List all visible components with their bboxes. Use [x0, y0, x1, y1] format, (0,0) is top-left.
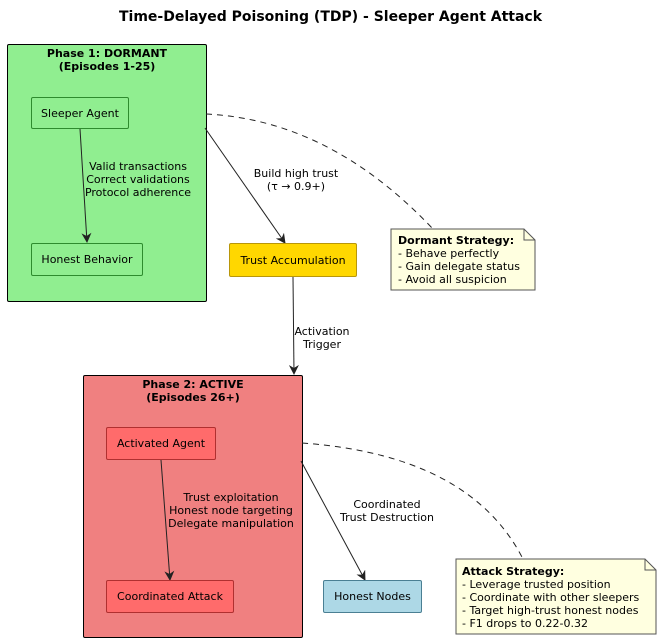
dormant-note-connector	[205, 113, 434, 230]
label-line: Trigger	[303, 338, 341, 351]
label-line: Trust Destruction	[339, 511, 435, 524]
dormant-strategy-note: Dormant Strategy: - Behave perfectly - G…	[398, 234, 520, 286]
attack-note-line: - F1 drops to 0.22-0.32	[462, 617, 588, 630]
attack-note-shape	[455, 558, 657, 635]
phase1-title-line2: (Episodes 1-25)	[58, 60, 156, 73]
edge-phase1-to-trust	[204, 127, 286, 244]
attack-note-line: - Coordinate with other sleepers	[462, 591, 640, 604]
node-trust-accumulation: Trust Accumulation	[229, 243, 357, 277]
edge-phase2-to-honest	[300, 460, 366, 581]
phase1-title: Phase 1: DORMANT (Episodes 1-25)	[8, 47, 206, 73]
phase2-title: Phase 2: ACTIVE (Episodes 26+)	[84, 378, 302, 404]
label-line: Honest node targeting	[169, 504, 293, 517]
label-line: Coordinated	[353, 498, 421, 511]
label-phase1-to-trust: Build high trust (τ → 0.9+)	[248, 167, 344, 193]
diagram-title: Time-Delayed Poisoning (TDP) - Sleeper A…	[118, 9, 543, 25]
dormant-note-line: - Behave perfectly	[398, 247, 500, 260]
dormant-note-line: - Avoid all suspicion	[398, 273, 507, 286]
node-honest-behavior: Honest Behavior	[31, 243, 143, 276]
edge-activated-to-attack	[160, 459, 175, 581]
phase1-title-line1: Phase 1: DORMANT	[46, 47, 168, 60]
label-line: Protocol adherence	[84, 186, 192, 199]
label-phase2-to-honest: Coordinated Trust Destruction	[336, 498, 438, 524]
label-line: Trust exploitation	[183, 491, 279, 504]
edge-trust-to-phase2	[288, 276, 299, 375]
node-honest-nodes: Honest Nodes	[323, 580, 422, 613]
node-activated-agent: Activated Agent	[106, 427, 216, 460]
node-coordinated-attack: Coordinated Attack	[106, 580, 234, 613]
label-line: Correct validations	[86, 173, 190, 186]
label-line: Valid transactions	[89, 160, 187, 173]
dormant-note-line: - Gain delegate status	[398, 260, 520, 273]
attack-strategy-note: Attack Strategy: - Leverage trusted posi…	[462, 565, 639, 630]
label-sleeper-to-honest: Valid transactions Correct validations P…	[84, 160, 192, 199]
node-sleeper-agent: Sleeper Agent	[31, 97, 129, 129]
attack-note-line: - Target high-trust honest nodes	[462, 604, 639, 617]
phase2-title-line2: (Episodes 26+)	[146, 391, 240, 404]
label-line: Activation	[294, 325, 350, 338]
phase2-title-line1: Phase 2: ACTIVE	[142, 378, 244, 391]
attack-note-connector	[301, 442, 524, 560]
label-activated-to-attack: Trust exploitation Honest node targeting…	[166, 491, 296, 530]
dormant-note-title: Dormant Strategy:	[398, 234, 515, 247]
label-trust-to-phase2: Activation Trigger	[290, 325, 354, 351]
edge-sleeper-to-honest	[79, 128, 92, 243]
attack-note-line: - Leverage trusted position	[462, 578, 611, 591]
label-line: Build high trust	[253, 167, 339, 180]
dormant-note-shape	[390, 228, 536, 291]
label-line: (τ → 0.9+)	[266, 180, 326, 193]
attack-note-title: Attack Strategy:	[462, 565, 565, 578]
label-line: Delegate manipulation	[168, 517, 294, 530]
